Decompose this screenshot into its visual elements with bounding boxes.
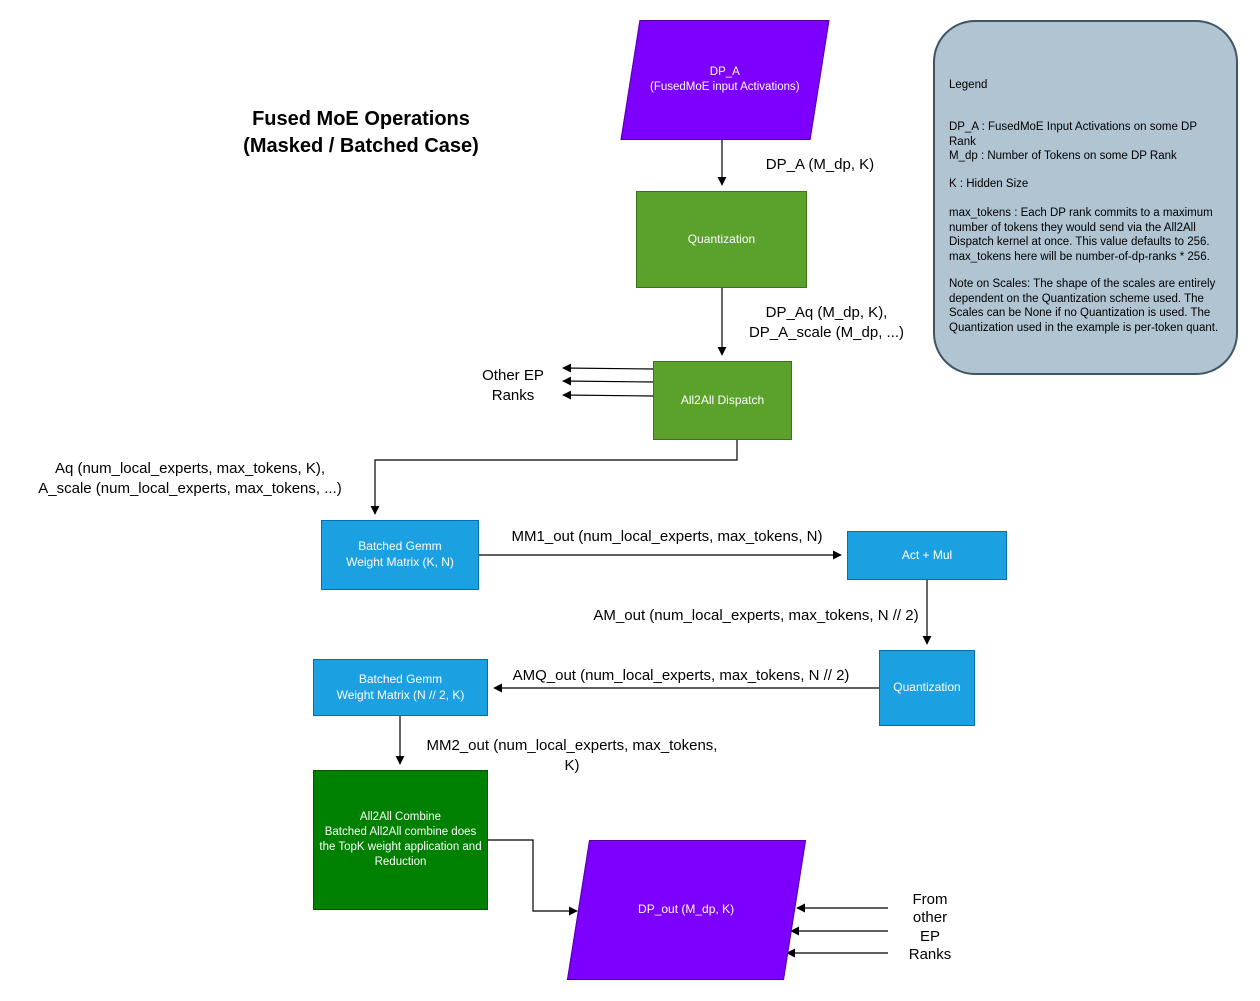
edge-dispatch-to-ep-1 bbox=[562, 363, 655, 373]
node-dp-a: DP_A (FusedMoE input Activations) bbox=[620, 20, 830, 140]
diagram-title: Fused MoE Operations (Masked / Batched C… bbox=[243, 108, 479, 157]
label-other-ep-ranks: Other EP Ranks bbox=[482, 367, 544, 405]
node-batched-gemm-1-label: Batched Gemm Weight Matrix (K, N) bbox=[346, 539, 454, 569]
edge-label-am-out: AM_out (num_local_experts, max_tokens, N… bbox=[593, 607, 919, 624]
label-from-other-ep-ranks: From other EP Ranks bbox=[908, 891, 952, 963]
node-all2all-combine: All2All Combine Batched All2All combine … bbox=[313, 770, 488, 910]
node-dp-out: DP_out (M_dp, K) bbox=[566, 840, 807, 980]
node-all2all-dispatch-label: All2All Dispatch bbox=[680, 392, 765, 407]
node-act-mul-label: Act + Mul bbox=[901, 547, 953, 562]
edge-label-amq-out: AMQ_out (num_local_experts, max_tokens, … bbox=[512, 667, 850, 684]
node-all2all-combine-label: All2All Combine Batched All2All combine … bbox=[319, 811, 482, 868]
edge-label-mm1-out: MM1_out (num_local_experts, max_tokens, … bbox=[511, 528, 823, 545]
node-quantization-1: Quantization bbox=[636, 191, 807, 288]
legend-item-scales-note: Note on Scales: The shape of the scales … bbox=[949, 278, 1219, 334]
node-all2all-dispatch: All2All Dispatch bbox=[653, 361, 792, 440]
legend-panel: Legend DP_A : FusedMoE Input Activations… bbox=[933, 20, 1238, 375]
node-batched-gemm-1: Batched Gemm Weight Matrix (K, N) bbox=[321, 520, 479, 590]
edge-dispatch-to-gemm1 bbox=[370, 440, 738, 515]
node-act-mul: Act + Mul bbox=[847, 531, 1007, 580]
legend-item-dp-a: DP_A : FusedMoE Input Activations on som… bbox=[949, 121, 1197, 148]
node-dp-a-label: DP_A (FusedMoE input Activations) bbox=[650, 66, 800, 93]
edge-label-mm2-out: MM2_out (num_local_experts, max_tokens, … bbox=[426, 737, 718, 775]
edge-label-dp-a-out: DP_A (M_dp, K) bbox=[765, 156, 875, 173]
legend-item-max-tokens: max_tokens : Each DP rank commits to a m… bbox=[949, 207, 1213, 263]
legend-item-k: K : Hidden Size bbox=[949, 178, 1029, 190]
edge-dispatch-to-ep-2 bbox=[562, 376, 655, 386]
node-batched-gemm-2-label: Batched Gemm Weight Matrix (N // 2, K) bbox=[336, 671, 465, 702]
edge-label-dp-aq: DP_Aq (M_dp, K), DP_A_scale (M_dp, ...) bbox=[748, 304, 905, 342]
node-dp-out-label: DP_out (M_dp, K) bbox=[638, 902, 735, 917]
node-quantization-1-label: Quantization bbox=[687, 231, 756, 246]
edge-label-aq: Aq (num_local_experts, max_tokens, K), A… bbox=[38, 460, 342, 498]
edge-combine-to-dpout bbox=[488, 839, 578, 916]
legend-title: Legend bbox=[949, 79, 988, 91]
legend-item-m-dp: M_dp : Number of Tokens on some DP Rank bbox=[949, 150, 1177, 162]
node-quantization-2: Quantization bbox=[879, 650, 975, 726]
edge-dispatch-to-ep-3 bbox=[562, 390, 655, 400]
node-quantization-2-label: Quantization bbox=[893, 680, 961, 695]
node-batched-gemm-2: Batched Gemm Weight Matrix (N // 2, K) bbox=[313, 659, 488, 716]
